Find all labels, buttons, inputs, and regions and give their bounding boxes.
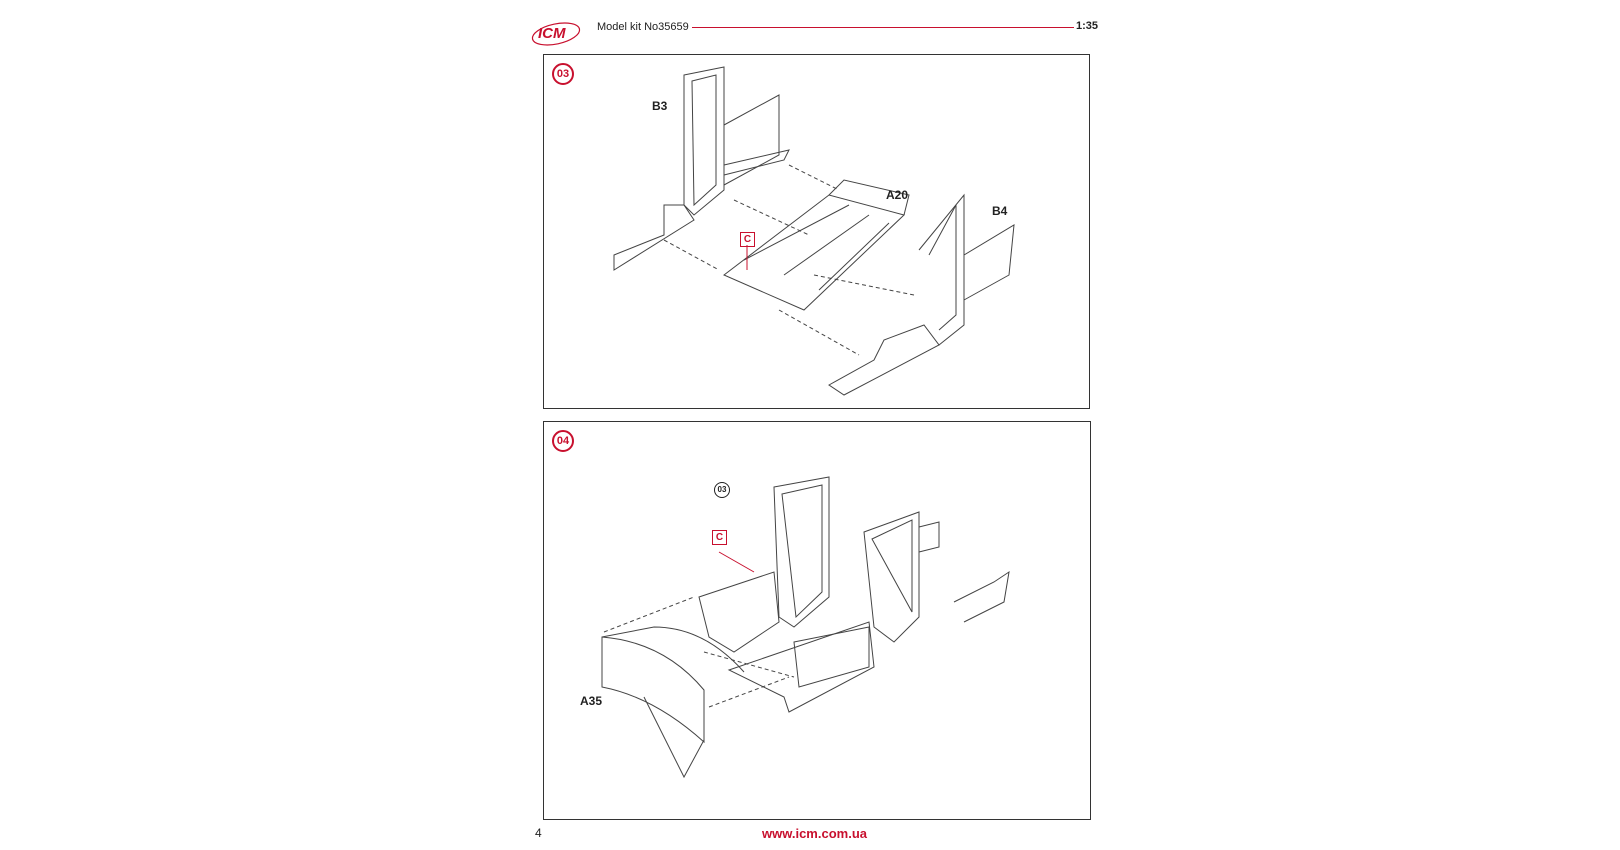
- website-link[interactable]: www.icm.com.ua: [762, 826, 867, 841]
- scale-label: 1:35: [1076, 20, 1099, 32]
- step-03-panel: 03 B3 A20 B4 C: [543, 54, 1090, 409]
- color-code-c: C: [740, 232, 755, 247]
- color-code-c: C: [712, 530, 727, 545]
- part-label-a20: A20: [886, 188, 909, 202]
- step-03-drawing: [613, 66, 1015, 396]
- step-number: 03: [552, 63, 574, 85]
- step-ref-03: 03: [714, 482, 730, 498]
- step-04-drawing: [601, 476, 1010, 779]
- page-number: 4: [535, 826, 542, 840]
- header-rule: [692, 27, 1074, 28]
- step-04-panel: 04 03 C A35: [543, 421, 1091, 820]
- icm-logo: ICM: [531, 22, 581, 46]
- svg-text:ICM: ICM: [538, 25, 566, 42]
- step-number: 04: [552, 430, 574, 452]
- kit-number: Model kit No35659: [597, 21, 689, 33]
- part-label-a35: A35: [580, 694, 603, 708]
- part-label-b4: B4: [992, 204, 1008, 218]
- part-label-b3: B3: [652, 99, 668, 113]
